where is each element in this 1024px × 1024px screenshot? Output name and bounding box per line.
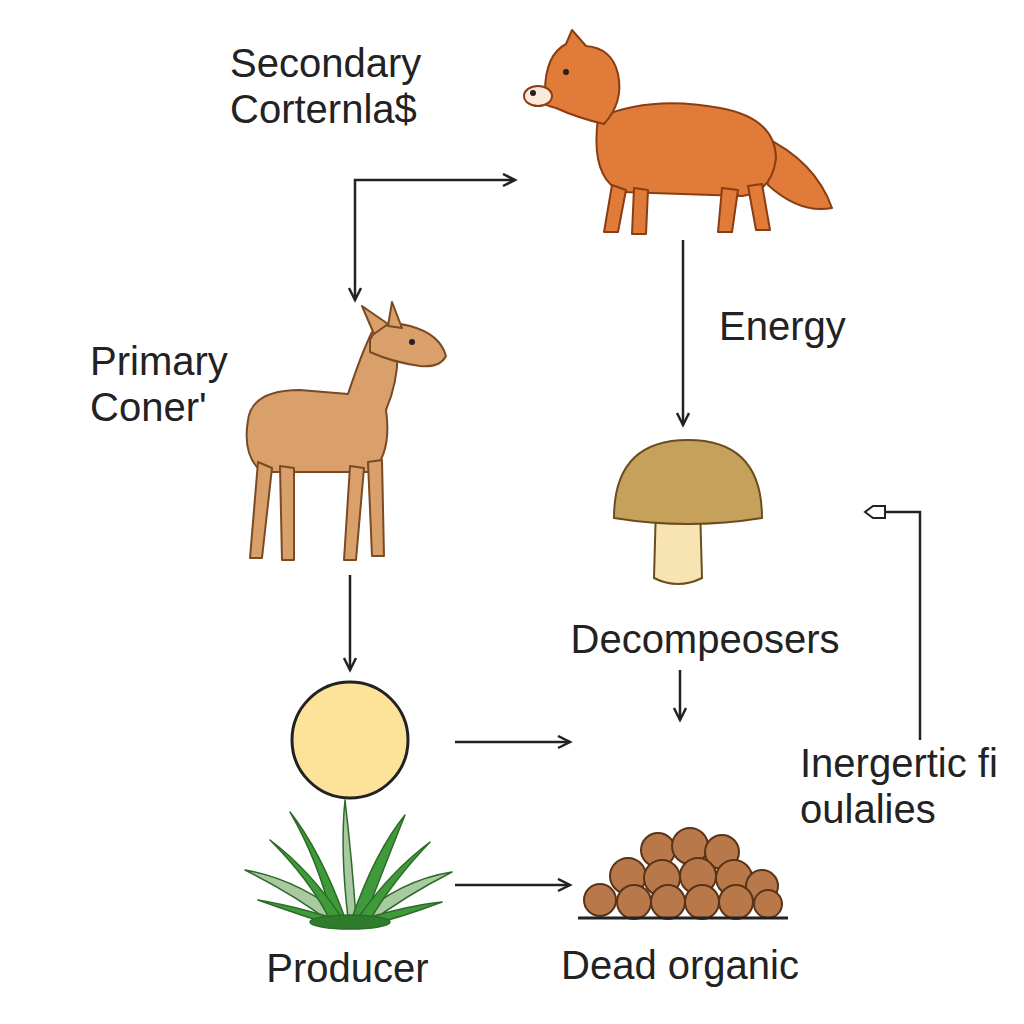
consumer-node: Secondary Corternla$ bbox=[515, 30, 830, 240]
flow-arrow bbox=[865, 512, 920, 740]
flow-arrow bbox=[455, 884, 570, 887]
organic-node: Dead organic bbox=[570, 720, 790, 930]
producer-node: Producer bbox=[240, 670, 455, 935]
consumer-node: Primary Coner' bbox=[230, 300, 450, 575]
node-label: Primary Coner' bbox=[90, 338, 280, 430]
fox-figure bbox=[524, 30, 832, 234]
edge-label: Energy bbox=[719, 303, 846, 349]
note-node: Inergertic fi oulalies bbox=[800, 740, 1018, 832]
flow-arrow bbox=[679, 670, 682, 720]
node-label: Producer bbox=[266, 945, 428, 991]
node-label: Decompeosers bbox=[570, 616, 839, 662]
sun-circle bbox=[292, 682, 408, 798]
node-label: Secondary Corternla$ bbox=[230, 40, 505, 132]
flow-arrow bbox=[682, 240, 685, 425]
node-label: Inergertic fi oulalies bbox=[800, 740, 1018, 832]
flow-arrow bbox=[349, 575, 352, 670]
mushroom-figure bbox=[614, 440, 762, 584]
deer-figure bbox=[247, 302, 446, 560]
node-label: Dead organic bbox=[561, 942, 799, 988]
flow-arrow bbox=[455, 741, 570, 744]
plant-figure bbox=[245, 800, 452, 929]
organic-pile bbox=[578, 828, 788, 919]
flow-arrow bbox=[355, 180, 515, 300]
decomposer-node: Decompeosers bbox=[545, 425, 865, 670]
